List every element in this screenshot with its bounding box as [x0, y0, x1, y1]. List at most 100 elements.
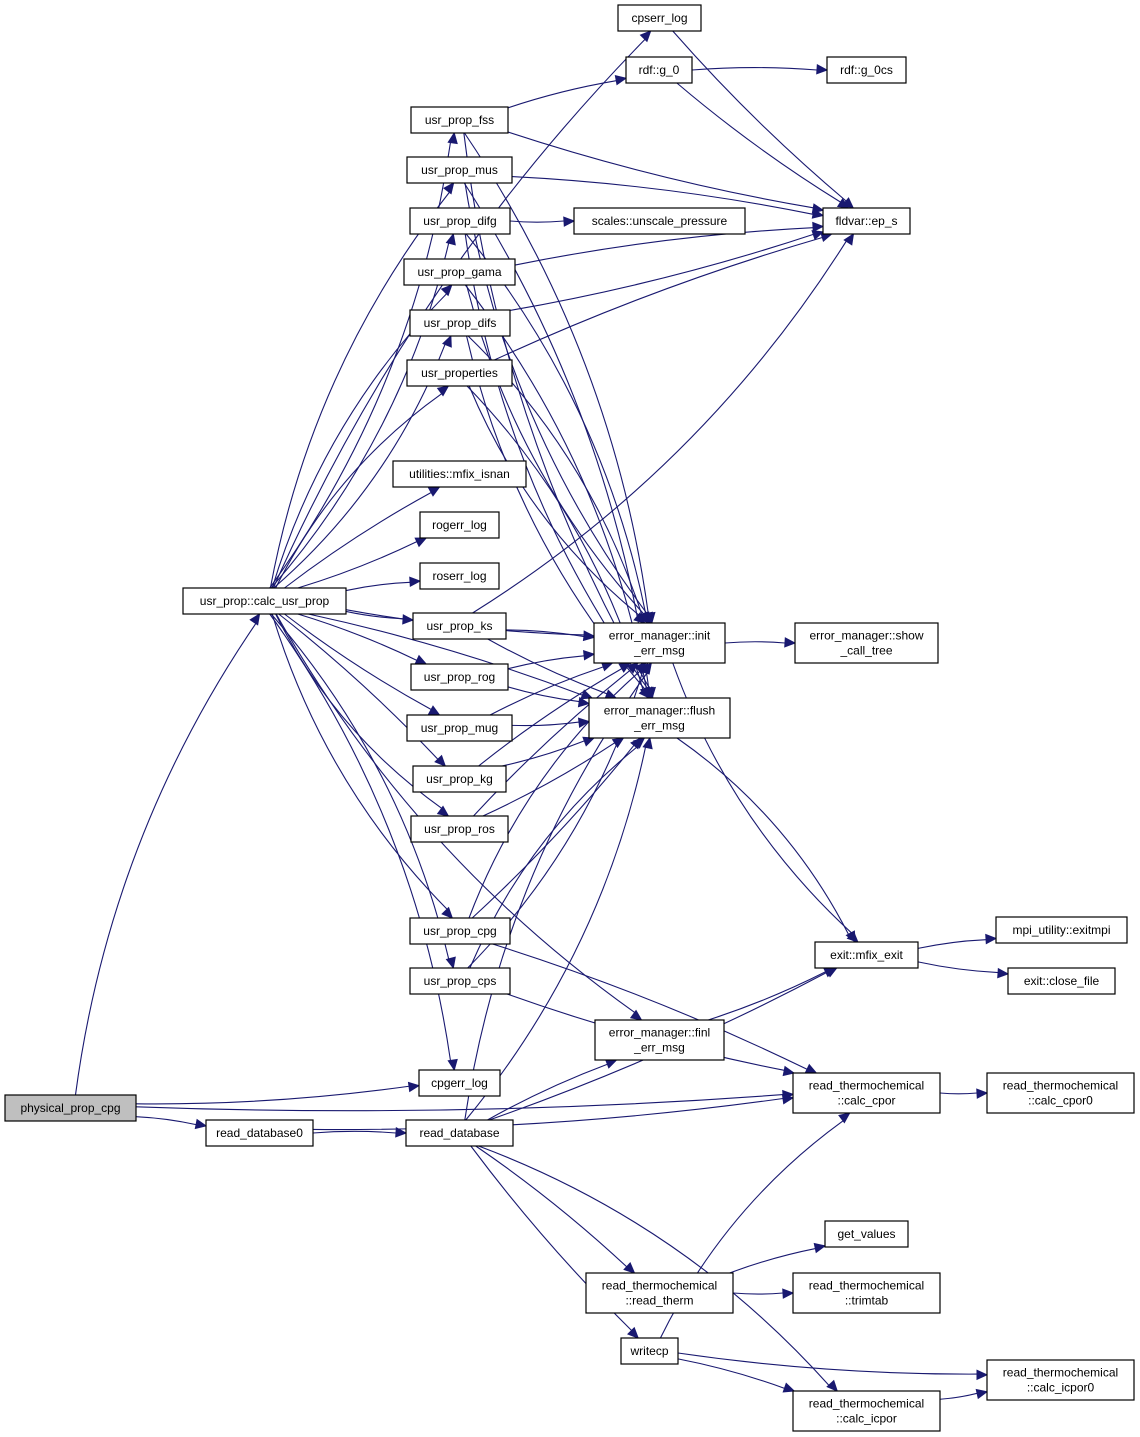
node-box — [573, 207, 746, 235]
node-read_therm[interactable]: read_thermochemical::read_therm — [585, 1272, 734, 1314]
node-rogerr_log[interactable]: rogerr_log — [419, 511, 500, 539]
arrowhead-icon — [629, 1009, 643, 1021]
node-box — [405, 1119, 514, 1147]
arrowhead-icon — [623, 1262, 636, 1274]
edge-line — [269, 191, 450, 589]
edge-line — [345, 610, 404, 620]
edge-line — [465, 746, 647, 1121]
node-box — [822, 207, 911, 235]
node-close_file[interactable]: exit::close_file — [1007, 967, 1116, 995]
node-mfix_isnan[interactable]: utilities::mfix_isnan — [392, 460, 527, 488]
node-cpgerr_log[interactable]: cpgerr_log — [418, 1069, 501, 1097]
node-calc_icpor[interactable]: read_thermochemical::calc_icpor — [792, 1390, 941, 1432]
node-usr_prop_kg[interactable]: usr_prop_kg — [412, 765, 507, 793]
node-usr_prop_gama[interactable]: usr_prop_gama — [403, 258, 516, 286]
node-box — [410, 663, 509, 691]
node-box — [792, 1272, 941, 1314]
node-calc_cpor[interactable]: read_thermochemical::calc_cpor — [792, 1072, 941, 1114]
node-label: usr_prop_cpg — [423, 924, 496, 938]
arrowhead-icon — [626, 662, 639, 674]
edge-read_database-to-calc_icpor — [478, 1145, 839, 1392]
node-usr_prop_cps[interactable]: usr_prop_cps — [409, 967, 511, 995]
node-box — [593, 622, 726, 664]
arrowhead-icon — [843, 232, 855, 246]
node-g_0cs[interactable]: rdf::g_0cs — [826, 56, 907, 84]
node-flush_err_msg[interactable]: error_manager::flush_err_msg — [588, 697, 731, 739]
edge-physical_prop_cpg-to-read_database0 — [135, 1116, 208, 1130]
arrowhead-icon — [409, 576, 422, 587]
edge-line — [270, 613, 450, 960]
node-label: usr_prop_kg — [426, 772, 493, 786]
node-g_0[interactable]: rdf::g_0 — [625, 56, 693, 84]
node-unscale_pressure[interactable]: scales::unscale_pressure — [573, 207, 746, 235]
node-usr_prop_difg[interactable]: usr_prop_difg — [409, 207, 511, 235]
node-box — [409, 309, 511, 337]
node-usr_prop_mug[interactable]: usr_prop_mug — [406, 714, 513, 742]
node-label: rdf::g_0 — [639, 63, 680, 77]
node-writecp[interactable]: writecp — [620, 1337, 679, 1365]
arrowhead-icon — [583, 649, 596, 661]
node-box — [419, 511, 500, 539]
node-mfix_exit[interactable]: exit::mfix_exit — [814, 941, 919, 969]
edge-line — [471, 744, 635, 919]
arrowhead-icon — [836, 197, 850, 209]
node-usr_properties[interactable]: usr_properties — [406, 359, 513, 387]
node-label: exit::close_file — [1024, 974, 1100, 988]
edge-g_0-to-ep_s — [676, 82, 850, 209]
edge-line — [676, 737, 850, 935]
node-usr_prop_ks[interactable]: usr_prop_ks — [412, 612, 507, 640]
node-exitmpi[interactable]: mpi_utility::exitmpi — [995, 916, 1128, 944]
edge-usr_prop_fss-to-ep_s — [507, 131, 825, 214]
node-box — [205, 1119, 314, 1147]
edge-line — [939, 1392, 978, 1400]
node-physical_prop_cpg[interactable]: physical_prop_cpg — [4, 1094, 137, 1122]
node-usr_prop_rog[interactable]: usr_prop_rog — [410, 663, 509, 691]
node-label: read_thermochemical — [809, 1397, 924, 1411]
node-label: usr_prop_rog — [424, 670, 495, 684]
node-read_database[interactable]: read_database — [405, 1119, 514, 1147]
node-finl_err_msg[interactable]: error_manager::finl_err_msg — [594, 1019, 725, 1061]
edge-line — [505, 629, 585, 638]
edge-calc_usr_prop-to-usr_prop_cpg — [271, 613, 454, 919]
node-label: read_thermochemical — [602, 1279, 717, 1293]
node-read_database0[interactable]: read_database0 — [205, 1119, 314, 1147]
node-get_values[interactable]: get_values — [824, 1220, 909, 1248]
node-cpserr_log[interactable]: cpserr_log — [617, 4, 702, 32]
edge-line — [489, 666, 604, 716]
node-usr_prop_mus[interactable]: usr_prop_mus — [406, 156, 513, 184]
node-usr_prop_cpg[interactable]: usr_prop_cpg — [409, 917, 511, 945]
node-calc_cpor0[interactable]: read_thermochemical::calc_cpor0 — [986, 1072, 1135, 1114]
edge-calc_usr_prop-to-usr_prop_ks — [345, 610, 415, 625]
node-usr_prop_ros[interactable]: usr_prop_ros — [410, 815, 509, 843]
edge-line — [74, 623, 257, 1096]
node-box — [412, 765, 507, 793]
node-box — [617, 4, 702, 32]
node-roserr_log[interactable]: roserr_log — [419, 562, 500, 590]
edge-usr_properties-to-init_err_msg — [468, 385, 646, 624]
node-ep_s[interactable]: fldvar::ep_s — [822, 207, 911, 235]
edge-line — [672, 30, 847, 202]
edge-usr_prop_ks-to-init_err_msg — [505, 629, 596, 642]
arrowhead-icon — [782, 1065, 796, 1077]
node-usr_prop_difs[interactable]: usr_prop_difs — [409, 309, 511, 337]
edge-line — [511, 176, 814, 215]
node-usr_prop_fss[interactable]: usr_prop_fss — [410, 106, 509, 134]
arrowhead-icon — [249, 612, 261, 626]
edge-line — [135, 1085, 410, 1105]
node-init_err_msg[interactable]: error_manager::init_err_msg — [593, 622, 726, 664]
edge-usr_prop_difg-to-unscale_pressure — [509, 216, 576, 227]
node-trimtab[interactable]: read_thermochemical::trimtab — [792, 1272, 941, 1314]
arrowhead-icon — [442, 334, 452, 348]
edge-line — [917, 939, 987, 949]
node-show_call_tree[interactable]: error_manager::show_call_tree — [794, 622, 939, 664]
arrowhead-icon — [838, 1112, 851, 1124]
node-calc_usr_prop[interactable]: usr_prop::calc_usr_prop — [182, 587, 347, 615]
arrowhead-icon — [784, 637, 797, 648]
node-box — [419, 562, 500, 590]
node-label: read_database0 — [216, 1126, 303, 1140]
arrowhead-icon — [427, 705, 441, 716]
arrowhead-icon — [811, 230, 825, 241]
node-calc_icpor0[interactable]: read_thermochemical::calc_icpor0 — [986, 1359, 1135, 1401]
node-box — [410, 815, 509, 843]
edge-line — [691, 67, 818, 71]
